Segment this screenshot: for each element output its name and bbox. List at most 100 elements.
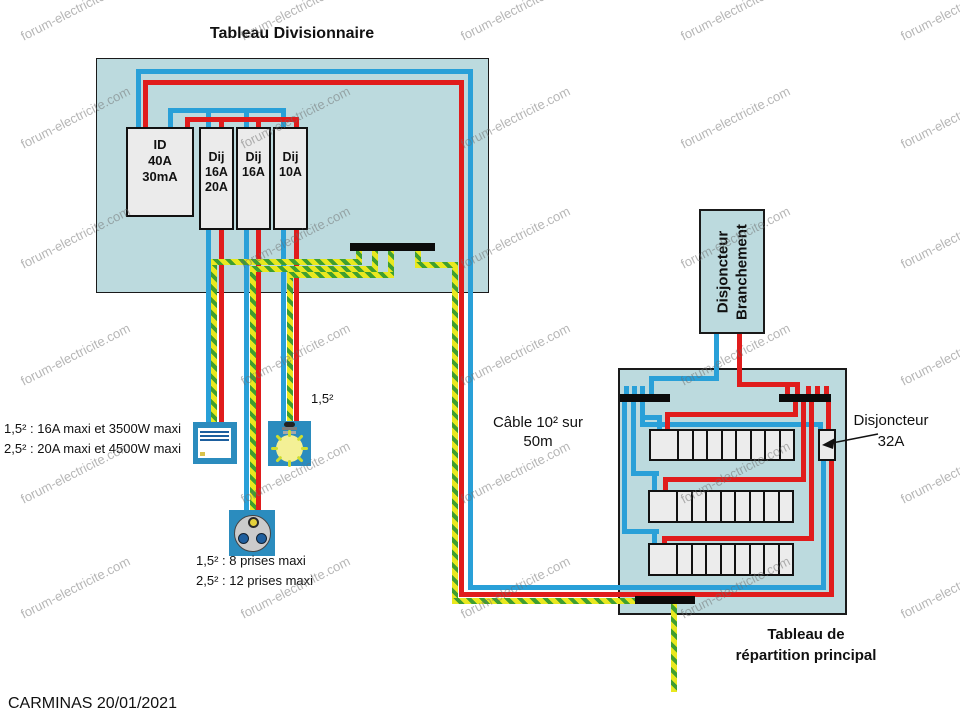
earth4-h [415,262,458,268]
phase-row2-v [801,402,806,482]
watermark-text: forum-electricite.com [898,203,960,272]
breaker-module [690,492,705,521]
phase-row2-h [663,477,806,482]
watermark-text: forum-electricite.com [678,0,793,44]
earth3-h [287,272,394,278]
breaker-module [735,431,750,459]
neutral-row1-v [640,402,645,427]
phase-row1-vd [665,417,670,429]
module-row-2 [648,490,794,523]
circuit2-phase [256,205,261,512]
earth-stub-4 [415,251,421,264]
circuit1-phase [219,205,224,424]
phase-32a-v [826,402,831,429]
wire-cable-phase-up [829,461,834,592]
comb-phase-stub-3 [294,122,299,127]
breaker-module [763,545,778,574]
comb-phase-stub-id [185,122,190,127]
comb-neutral-h [168,108,286,113]
section-1-5-label: 1,5² [311,391,334,406]
breaker-module [777,492,792,521]
earth3-v [287,278,293,423]
wire-cable-neutral-up [821,461,826,585]
earth2-v [250,272,256,512]
phase-row1-v [793,402,798,417]
watermark-text: forum-electricite.com [678,83,793,152]
breaker-dij-16a: Dij 16A [236,127,271,230]
breaker-module [734,545,749,574]
breaker-module [763,492,778,521]
bus-phase-stub-d [824,386,829,394]
earth1-h [211,259,362,265]
arrow-to-32a [822,433,879,449]
socket-hole-left [238,533,249,544]
divisionnaire-title: Tableau Divisionnaire [209,25,375,42]
breaker-id-40a: ID 40A 30mA [126,127,194,217]
socket-note: 1,5² : 8 prises maxi 2,5² : 12 prises ma… [196,553,314,588]
heater-note: 1,5² : 16A maxi et 3500W maxi 2,5² : 20A… [4,421,182,456]
phase-row3-h [662,536,814,541]
lamp-ray [301,447,308,450]
circuit2-neutral [244,205,249,512]
breaker-module [777,545,792,574]
bus-neutral [620,394,670,402]
watermark-text: forum-electricite.com [898,553,960,622]
breaker-dij-10a: Dij 10A [273,127,308,230]
wire-phase-top-left-v [143,85,148,127]
credit-label: CARMINAS 20/01/2021 [8,695,177,712]
module-row-1 [649,429,795,461]
earth-bar-divisionnaire [350,243,435,251]
earth-stub-2 [372,251,378,268]
neutral-row2-vd [652,476,657,490]
bus-phase-stub-c [815,386,820,394]
wire-cable-neutral-h [468,585,826,590]
comb-phase-stub-1 [219,122,224,127]
breaker-module [748,545,763,574]
lamp-ray [296,434,304,442]
socket-hole-right [256,533,267,544]
watermark-text: forum-electricite.com [898,0,960,44]
bus-phase [779,394,831,402]
wire-neutral-top-h [136,69,473,74]
bulb [271,430,308,467]
breaker-module [691,431,706,459]
bulb-cap [284,422,295,427]
earth-ground-tail [671,604,677,692]
branchement-label: Disjoncteur Branchement [714,223,750,320]
wire-neutral-top-left-v [136,74,141,127]
lamp-ray [288,430,291,437]
phase-row3-vd [662,541,667,544]
neutral-32a-h [640,422,823,427]
heater-body [198,428,231,458]
bus-neutral-stub-c [640,386,645,394]
lamp-ray [288,460,291,467]
bulb-screw [282,427,297,430]
watermark-text: forum-electricite.com [458,320,573,389]
module-row-3 [648,543,794,576]
earth1-v [211,265,217,424]
watermark-text: forum-electricite.com [898,83,960,152]
watermark-text: forum-electricite.com [18,320,133,389]
bus-phase-stub-b [806,386,811,394]
circuit3-neutral [281,205,286,423]
breaker-module [705,545,720,574]
neutral-row3-vd [652,534,657,543]
earth4-v [452,268,458,600]
breaker-module [720,431,735,459]
wire-phase-right-v [459,85,464,592]
comb-neutral-stub-id [168,113,173,127]
neutral-row3-h [622,529,659,534]
breaker-module [650,545,676,574]
phase-row1-h [665,412,798,417]
neutral-row2-h [631,471,659,476]
heater-icon [193,422,237,464]
bus-neutral-stub-a [624,386,629,394]
lamp-ray [296,455,304,463]
wire-neutral-right-v [468,74,473,585]
earth-pin [248,517,259,528]
watermark-text: forum-electricite.com [18,553,133,622]
lamp-ray [275,434,283,442]
phase-row2-vd [663,482,668,490]
earth4-h2 [452,598,640,604]
